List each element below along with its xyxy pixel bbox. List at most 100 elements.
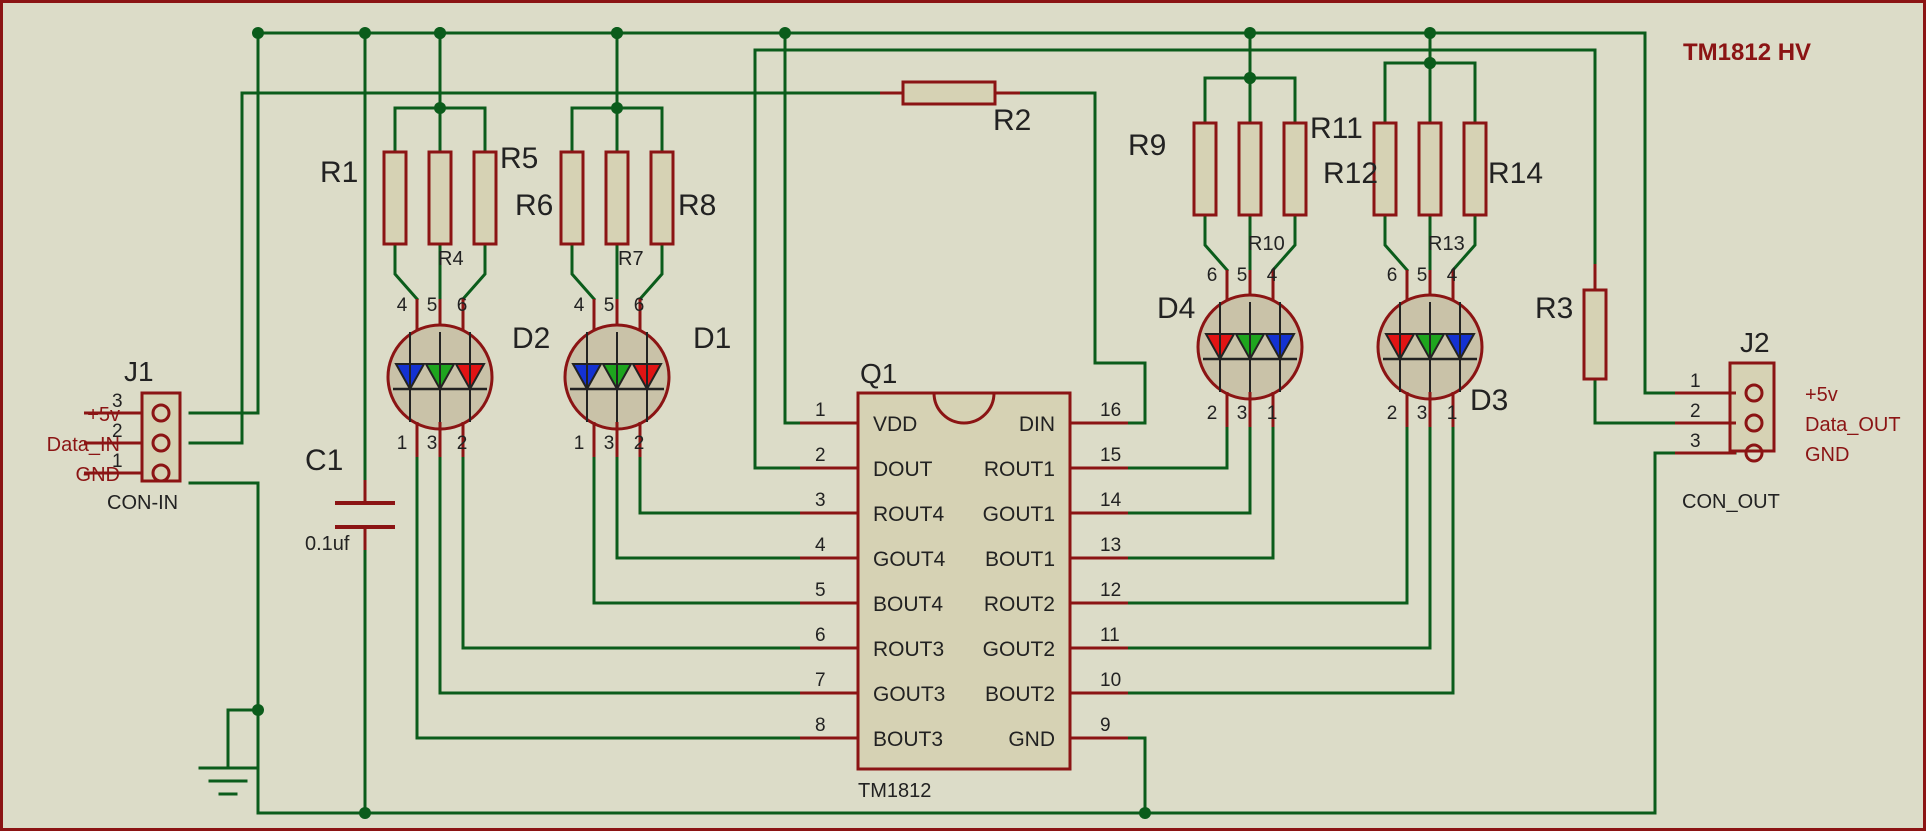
junction-dot: [359, 807, 371, 819]
ic-pin-number: 11: [1100, 625, 1120, 646]
connector-pin-number: 1: [1690, 371, 1701, 392]
resistor-body: [604, 150, 630, 246]
ic-pin-number: 12: [1100, 580, 1121, 601]
ic-pin-number: 13: [1100, 535, 1121, 556]
connector-part: CON_OUT: [1682, 491, 1780, 513]
sheet-title: TM1812 HV: [1683, 39, 1811, 66]
led-pin-number: 3: [1417, 403, 1428, 424]
resistor-body: [1417, 121, 1443, 217]
cap-ref: C1: [305, 444, 343, 477]
resistor-ref: R9: [1128, 129, 1166, 162]
led-pin-number: 5: [1237, 265, 1248, 286]
resistor-body: [1372, 121, 1398, 217]
wire: [570, 242, 597, 302]
led-pin-number: 2: [457, 433, 468, 454]
resistor-ref: R1: [320, 156, 358, 189]
ic-body: [856, 391, 1072, 771]
wire: [638, 455, 802, 515]
components: [84, 80, 1776, 771]
led-pin-number: 6: [1387, 265, 1398, 286]
led-pin-number: 3: [1237, 403, 1248, 424]
ic-pin-number: 2: [815, 445, 826, 466]
ic-pin-number: 4: [815, 535, 826, 556]
ic-pin-number: 3: [815, 490, 826, 511]
connector-pin-number: 2: [112, 421, 123, 442]
wire: [592, 455, 802, 605]
resistor-ref: R6: [515, 189, 553, 222]
wire: [1126, 425, 1455, 695]
wire: [1126, 425, 1432, 650]
resistor-body: [901, 80, 997, 106]
led-pin-number: 6: [1207, 265, 1218, 286]
led-pin-number: 2: [1207, 403, 1218, 424]
junction-dot: [779, 27, 791, 39]
ic-pin-name: ROUT4: [873, 503, 944, 526]
resistor-ref: R3: [1535, 292, 1573, 325]
led-pin-number: 1: [397, 433, 408, 454]
ic-pin-name: ROUT1: [984, 458, 1055, 481]
connector-pin-number: 3: [1690, 431, 1701, 452]
ic-pin-name: BOUT3: [873, 728, 943, 751]
ic-pin-name: ROUT3: [873, 638, 944, 661]
ic-pin-name: GOUT4: [873, 548, 946, 571]
ic-pin-name: BOUT4: [873, 593, 943, 616]
resistor-ref: R5: [500, 142, 538, 175]
connector-pin-number: 2: [1690, 401, 1701, 422]
resistor-ref: R11: [1310, 112, 1363, 145]
led-pin-number: 1: [574, 433, 585, 454]
connector-pin-number: 1: [112, 451, 123, 472]
resistor-body: [649, 150, 675, 246]
led-pin-number: 3: [604, 433, 615, 454]
resistor-body: [1462, 121, 1488, 217]
led-pin-number: 1: [1447, 403, 1458, 424]
wire: [1270, 213, 1297, 273]
led-pin-number: 3: [427, 433, 438, 454]
ic-ref: Q1: [860, 358, 897, 389]
ic-pin-number: 7: [815, 670, 826, 691]
connector-label: GND: [76, 464, 120, 486]
led-pin-number: 1: [1267, 403, 1278, 424]
led-pin-number: 5: [1417, 265, 1428, 286]
led-ref: D2: [512, 322, 550, 355]
junction-dot: [252, 27, 264, 39]
connector-pin: [151, 433, 171, 453]
ic-pin-name: DIN: [1019, 413, 1055, 436]
led-pin-number: 4: [574, 295, 585, 316]
connector-label: Data_IN: [47, 434, 120, 456]
wire: [460, 242, 487, 302]
wire: [1383, 213, 1410, 273]
wire: [1203, 213, 1230, 273]
resistor-body: [1282, 121, 1308, 217]
connector-label: +5v: [87, 404, 120, 426]
connector-ref: J1: [124, 356, 154, 387]
ic-pin-name: GOUT3: [873, 683, 945, 706]
resistor-body: [1192, 121, 1218, 217]
ic-pin-name: DOUT: [873, 458, 933, 481]
wire: [1450, 213, 1477, 273]
resistor-body: [1582, 288, 1608, 381]
connector-pin: [1744, 383, 1764, 403]
ic-pin-number: 10: [1100, 670, 1121, 691]
wire: [438, 455, 802, 695]
led-pin-number: 4: [1447, 265, 1458, 286]
resistor-ref: R10: [1248, 233, 1285, 255]
ic-pin-name: BOUT1: [985, 548, 1055, 571]
resistor-ref: R2: [993, 104, 1031, 137]
connector-ref: J2: [1740, 327, 1770, 358]
wire: [1126, 425, 1252, 515]
ic-pin-name: GND: [1008, 728, 1055, 751]
led-pin-number: 5: [604, 295, 615, 316]
ic-pin-number: 6: [815, 625, 826, 646]
ic-pin-number: 9: [1100, 715, 1111, 736]
resistor-body: [382, 150, 408, 246]
resistor-ref: R7: [618, 248, 644, 270]
wire: [188, 481, 260, 668]
ic-part: TM1812: [858, 780, 931, 802]
connector-pin: [151, 463, 171, 483]
led-pin-number: 5: [427, 295, 438, 316]
led-pin-number: 4: [397, 295, 408, 316]
wire: [1126, 425, 1229, 470]
